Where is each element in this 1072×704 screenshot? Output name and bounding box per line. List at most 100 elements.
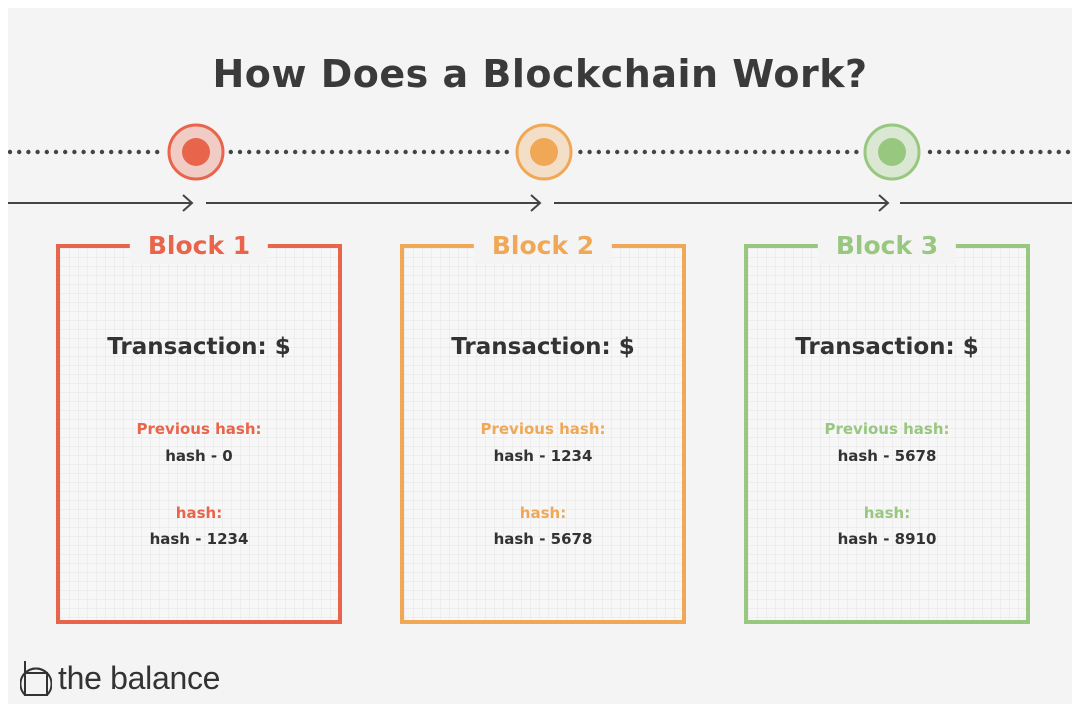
timeline-dot: [743, 149, 749, 155]
timeline-dot: [1029, 149, 1034, 155]
timeline-dot: [973, 149, 979, 155]
node-core: [182, 138, 210, 166]
timeline-dot: [366, 149, 371, 155]
timeline-nodes: [167, 123, 921, 181]
arrow-head: [530, 194, 542, 212]
timeline-dot: [394, 149, 399, 155]
block-card-3: Block 3 Transaction: $ Previous hash: ha…: [744, 228, 1030, 624]
timeline-dot: [348, 149, 353, 155]
timeline-dot: [375, 149, 381, 155]
timeline-dot: [81, 149, 86, 155]
timeline-dot: [992, 149, 997, 155]
timeline-dot: [679, 149, 684, 155]
timeline-dot: [780, 149, 785, 155]
previous-hash-label: Previous hash:: [480, 420, 606, 438]
timeline-node-2: [515, 123, 573, 181]
node-ring: [515, 123, 573, 181]
timeline-dot: [17, 149, 22, 155]
timeline-dot: [99, 149, 105, 155]
timeline-dot: [72, 149, 77, 155]
previous-hash-label: Previous hash:: [824, 420, 950, 438]
timeline-dot: [1065, 149, 1071, 155]
timeline-dot: [596, 149, 601, 155]
timeline-dot: [605, 149, 611, 155]
timeline-dot: [109, 149, 114, 155]
timeline-dot: [707, 149, 712, 155]
timeline-dot: [578, 149, 583, 155]
block-title: Block 3: [817, 228, 957, 264]
timeline-dot: [44, 149, 49, 155]
timeline-node-1: [167, 123, 225, 181]
timeline-dot: [937, 149, 942, 155]
hash-label: hash:: [519, 504, 567, 522]
timeline-dot: [421, 149, 427, 155]
timeline-dot: [504, 149, 509, 155]
timeline-dot: [697, 149, 703, 155]
previous-hash-value: hash - 1234: [493, 447, 593, 465]
block-title: Block 1: [129, 228, 269, 264]
timeline-dotted-line: [8, 149, 1071, 155]
timeline-dot: [329, 149, 335, 155]
timeline-dot: [1047, 149, 1052, 155]
timeline-dot: [817, 149, 822, 155]
timeline-arrows: [8, 194, 1072, 212]
transaction-label: Transaction: $: [107, 334, 291, 360]
timeline-dot: [615, 149, 620, 155]
hash-value: hash - 1234: [149, 530, 249, 548]
timeline-dot: [256, 149, 261, 155]
node-core: [878, 138, 906, 166]
timeline-dot: [357, 149, 362, 155]
timeline-dot: [964, 149, 969, 155]
block-title: Block 2: [473, 228, 613, 264]
timeline-dot: [661, 149, 666, 155]
timeline-dot: [946, 149, 951, 155]
timeline-dot: [808, 149, 813, 155]
timeline-dot: [587, 149, 592, 155]
timeline-dot: [1019, 149, 1025, 155]
timeline-dot: [35, 149, 40, 155]
timeline-dot: [265, 149, 270, 155]
timeline-dot: [467, 149, 473, 155]
timeline-dot: [63, 149, 68, 155]
timeline-dot: [477, 149, 482, 155]
timeline-dot: [26, 149, 31, 155]
hash-value: hash - 8910: [837, 530, 937, 548]
timeline-dot: [155, 149, 160, 155]
timeline-dot: [642, 149, 647, 155]
timeline-dot: [412, 149, 417, 155]
timeline-dot: [440, 149, 445, 155]
node-core: [530, 138, 558, 166]
timeline-dot: [734, 149, 739, 155]
timeline-dot: [302, 149, 307, 155]
transaction-label: Transaction: $: [795, 334, 979, 360]
timeline-dot: [449, 149, 454, 155]
timeline-dot: [53, 149, 59, 155]
previous-hash-value: hash - 5678: [837, 447, 937, 465]
timeline-dot: [283, 149, 289, 155]
timeline-dot: [633, 149, 638, 155]
timeline-dot: [845, 149, 850, 155]
timeline-dot: [403, 149, 408, 155]
timeline-dot: [799, 149, 804, 155]
transaction-label: Transaction: $: [451, 334, 635, 360]
timeline-dot: [1038, 149, 1043, 155]
timeline-dot: [670, 149, 675, 155]
timeline-dot: [955, 149, 960, 155]
timeline-dot: [385, 149, 390, 155]
brand-name: the balance: [58, 659, 221, 696]
timeline-dot: [458, 149, 463, 155]
timeline-dot: [1056, 149, 1062, 155]
timeline-dot: [431, 149, 436, 155]
block-card-2: Block 2 Transaction: $ Previous hash: ha…: [400, 228, 686, 624]
timeline-dot: [1001, 149, 1006, 155]
timeline-dot: [624, 149, 629, 155]
hash-label: hash:: [175, 504, 223, 522]
timeline-dot: [762, 149, 767, 155]
timeline-dot: [835, 149, 841, 155]
timeline-dot: [725, 149, 730, 155]
timeline-dot: [8, 149, 13, 155]
timeline-dot: [339, 149, 344, 155]
timeline-dot: [247, 149, 252, 155]
timeline-dot: [927, 149, 933, 155]
timeline-dot: [495, 149, 500, 155]
